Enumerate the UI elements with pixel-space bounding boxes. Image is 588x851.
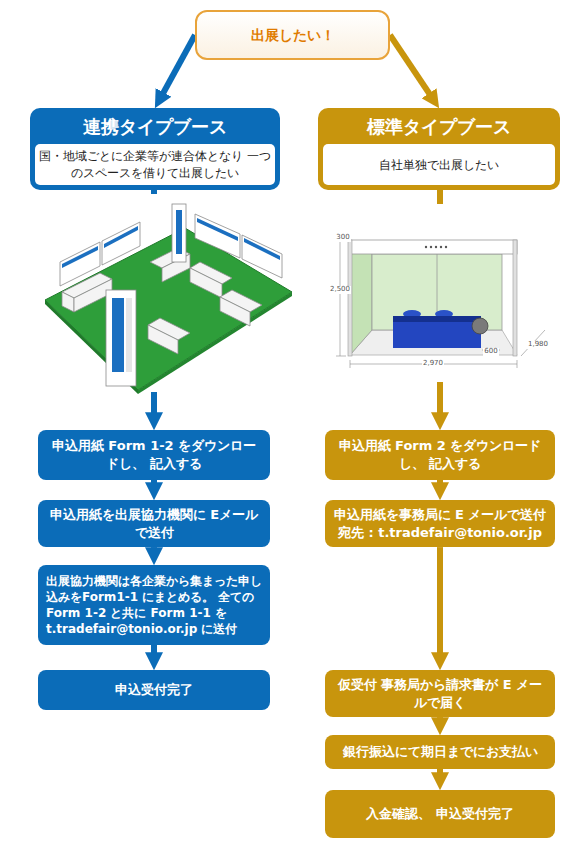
panel-band: [244, 238, 280, 260]
booth-type-description: 自社単独で出展したい: [323, 144, 555, 185]
wall-panel: [242, 235, 282, 278]
dimension-tick: [336, 240, 346, 241]
dimension-label: 1,980: [527, 341, 549, 349]
dimension-line: [340, 240, 341, 356]
panel-band: [104, 226, 138, 248]
flow-arrow: [151, 547, 157, 549]
flow-arrow: [163, 35, 195, 94]
illustration-ground: [30, 194, 296, 392]
pillar: [106, 290, 136, 386]
process-box: 申込用紙 Form 1-2 をダウンロードし、 記入する: [38, 430, 270, 480]
booth-type-heading: 標準タイプブース: [323, 112, 555, 144]
booth-type-box: 連携タイプブース国・地域ごとに企業等が連合体となり 一つのスペースを借りて出展し…: [30, 108, 280, 190]
process-box: 入金確認、 申込受付完了: [325, 790, 555, 838]
counter: [220, 297, 250, 326]
dimension-line: [521, 330, 545, 356]
step-text: 申込用紙 Form 2 をダウンロードし、 記入する: [333, 437, 547, 472]
dimension-label: 2,500: [329, 286, 351, 294]
process-box: 仮受付 事務局から請求書が E メールで届く: [325, 670, 555, 717]
step-text: 入金確認、 申込受付完了: [333, 805, 547, 823]
flow-arrow: [151, 645, 157, 654]
standard-booth-illustration: [312, 204, 568, 382]
dimension-tick: [350, 360, 351, 368]
counter-top: [393, 316, 481, 322]
counter: [393, 322, 481, 348]
pillar-side: [126, 298, 132, 372]
illustration-ground: [312, 204, 568, 382]
fascia-dot: [425, 246, 427, 248]
floor: [45, 228, 292, 390]
process-box: 出展協力機関は各企業から集まった申し込みをForm1-1 にまとめる。 全ての …: [38, 565, 270, 645]
frame-pillar: [348, 240, 352, 356]
step-text: 申込受付完了: [46, 681, 262, 699]
process-box: 申込用紙を事務局に E メールで送付 宛先 : t.tradefair@toni…: [325, 500, 555, 547]
dimension-tick: [517, 360, 518, 368]
process-box: 申込用紙 Form 2 をダウンロードし、 記入する: [325, 430, 555, 480]
start-box: 出展したい！: [195, 10, 390, 60]
flow-arrow: [437, 547, 443, 654]
booth-type-heading: 連携タイプブース: [35, 112, 275, 144]
counter: [148, 325, 178, 354]
wall-panel: [195, 214, 240, 258]
floor-edge: [138, 292, 292, 394]
process-box: 申込用紙を出展協力機関に Eメールで送付: [38, 500, 270, 547]
step-text: 申込用紙を事務局に E メールで送付 宛先 : t.tradefair@toni…: [333, 506, 547, 541]
pillar-stripe: [176, 210, 182, 254]
flow-arrow: [437, 717, 443, 719]
flow-arrow: [151, 480, 157, 484]
process-box: 銀行振込にて期日までにお支払い: [325, 735, 555, 769]
dimension-line: [482, 350, 500, 351]
panel-band: [197, 218, 238, 241]
flow-arrow: [437, 480, 443, 484]
fascia-dot: [440, 246, 442, 248]
step-text: 銀行振込にて期日までにお支払い: [333, 743, 547, 761]
fascia: [350, 240, 517, 254]
dimension-label: 600: [483, 348, 498, 356]
dimension-label: 300: [335, 234, 350, 242]
step-text: 申込用紙 Form 1-2 をダウンロードし、 記入する: [46, 437, 262, 472]
flow-arrow: [437, 769, 443, 774]
pavilion-illustration: [30, 194, 296, 394]
dimension-tick: [336, 356, 346, 357]
step-text: 出展協力機関は各企業から集まった申し込みをForm1-1 にまとめる。 全ての …: [46, 573, 262, 638]
booth-type-box: 標準タイプブース自社単独で出展したい: [318, 108, 560, 190]
fascia-dot: [430, 246, 432, 248]
fascia-dot: [445, 246, 447, 248]
step-text: 仮受付 事務局から請求書が E メールで届く: [333, 676, 547, 711]
counter: [190, 268, 222, 298]
logo-disc: [472, 318, 488, 334]
side-wall: [350, 245, 372, 355]
flow-arrow: [390, 35, 430, 95]
frame-pillar: [513, 240, 517, 356]
panel-band: [62, 246, 98, 268]
dimension-line: [350, 364, 517, 365]
booth-type-description: 国・地域ごとに企業等が連合体となり 一つのスペースを借りて出展したい: [35, 144, 275, 185]
fascia-dot: [435, 246, 437, 248]
pillar: [172, 204, 186, 262]
step-text: 申込用紙を出展協力機関に Eメールで送付: [46, 506, 262, 541]
wall-panel: [102, 222, 140, 265]
counter: [62, 292, 74, 312]
step-text: 出展したい！: [207, 26, 378, 45]
dimension-label: 2,970: [422, 360, 444, 368]
process-box: 申込受付完了: [38, 670, 270, 710]
pillar-stripe: [112, 298, 124, 372]
